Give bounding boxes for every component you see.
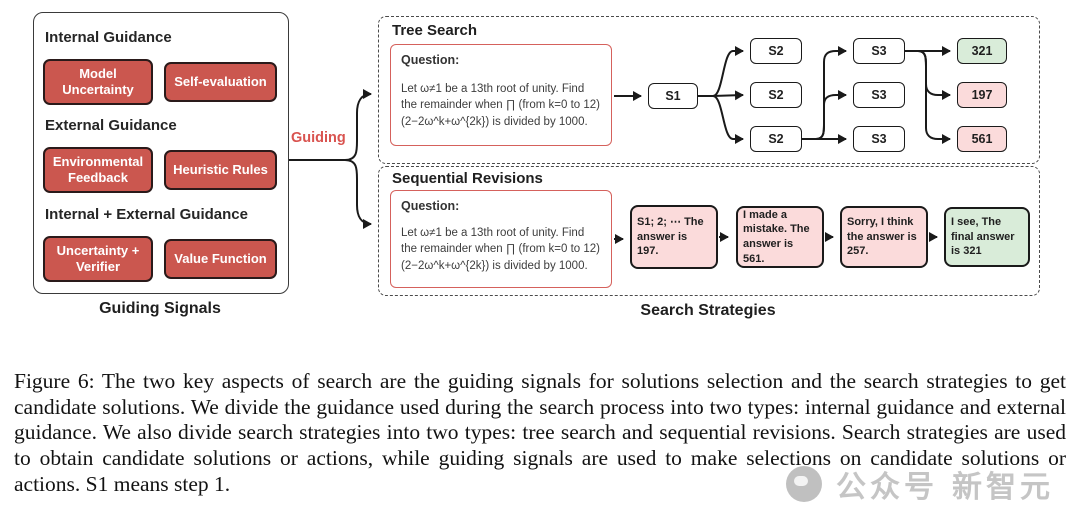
tree-node-s3-3: S3 [853, 126, 905, 152]
tree-outcome-wrong-2: 561 [957, 126, 1007, 152]
sequential-question-box: Question: Let ω≠1 be a 13th root of unit… [390, 190, 612, 288]
internal-external-guidance-heading: Internal + External Guidance [45, 206, 248, 223]
guiding-signals-panel: Internal Guidance Model Uncertainty Self… [33, 12, 289, 294]
question-text: Let ω≠1 be a 13th root of unity. Find th… [401, 227, 600, 272]
signal-heuristic-rules: Heuristic Rules [164, 150, 277, 190]
internal-guidance-heading: Internal Guidance [45, 29, 172, 46]
sequential-revisions-panel [378, 166, 1040, 296]
guiding-signals-label: Guiding Signals [99, 300, 221, 317]
tree-search-panel [378, 16, 1040, 164]
tree-outcome-wrong-1: 197 [957, 82, 1007, 108]
tree-node-s3-2: S3 [853, 82, 905, 108]
question-label: Question: [401, 53, 460, 67]
signal-environmental-feedback: Environmental Feedback [43, 147, 153, 193]
search-strategies-label: Search Strategies [640, 302, 776, 319]
signal-value-function: Value Function [164, 239, 277, 279]
signal-model-uncertainty: Model Uncertainty [43, 59, 153, 105]
signal-self-evaluation: Self-evaluation [164, 62, 277, 102]
tree-outcome-correct: 321 [957, 38, 1007, 64]
revision-step-1: S1; 2; ⋯ The answer is 197. [630, 205, 718, 269]
tree-node-s2-3: S2 [750, 126, 802, 152]
question-text: Let ω≠1 be a 13th root of unity. Find th… [401, 83, 600, 128]
sequential-revisions-title: Sequential Revisions [392, 170, 543, 187]
revision-step-2: I made a mistake. The answer is 561. [736, 206, 824, 268]
external-guidance-heading: External Guidance [45, 117, 177, 134]
figure-caption: Figure 6: The two key aspects of search … [14, 369, 1066, 496]
question-label: Question: [401, 199, 460, 213]
tree-search-title: Tree Search [392, 22, 478, 39]
tree-search-question-box: Question: Let ω≠1 be a 13th root of unit… [390, 44, 612, 146]
tree-node-s2-2: S2 [750, 82, 802, 108]
tree-node-s3-1: S3 [853, 38, 905, 64]
revision-step-3: Sorry, I think the answer is 257. [840, 206, 928, 268]
revision-step-final: I see, The final answer is 321 [944, 207, 1030, 267]
tree-node-s2-1: S2 [750, 38, 802, 64]
guiding-connector-label: Guiding [291, 130, 346, 146]
signal-uncertainty-verifier: Uncertainty + Verifier [43, 236, 153, 282]
tree-node-s1: S1 [648, 83, 698, 109]
